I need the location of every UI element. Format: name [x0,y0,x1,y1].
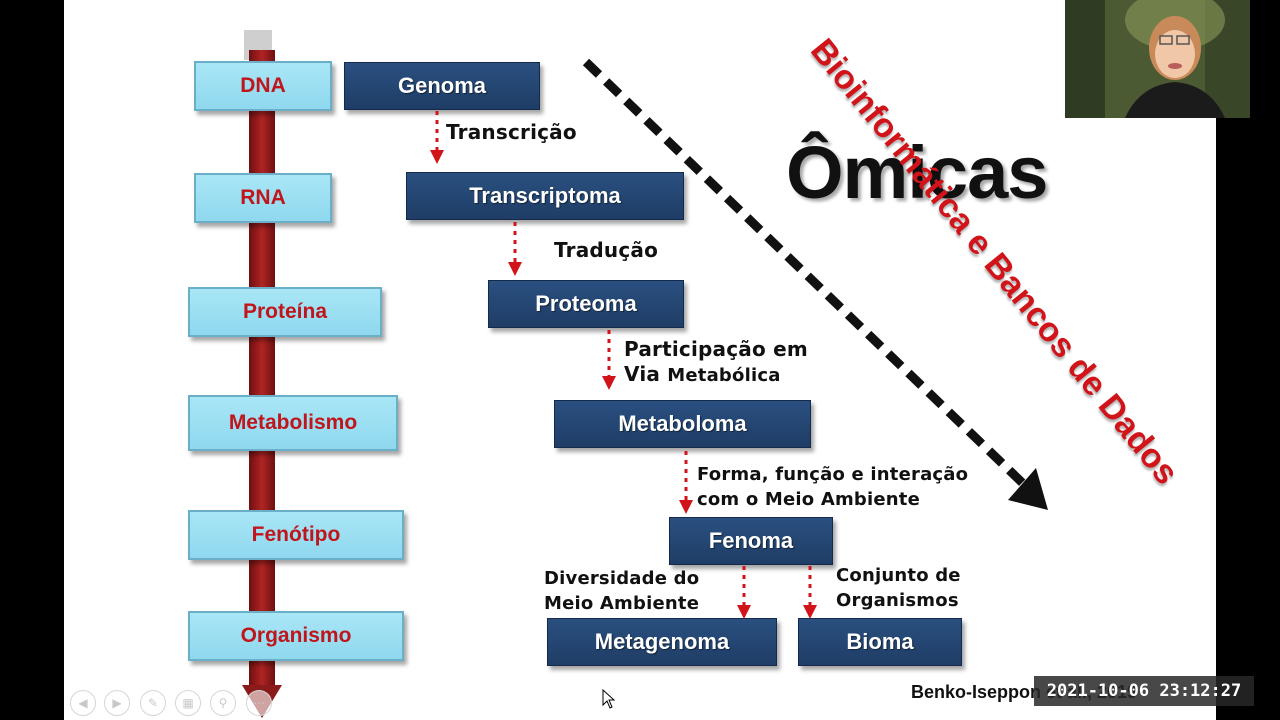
label-via: Via [624,362,661,386]
level-dna: DNA [194,61,332,111]
arrow-right-icon[interactable]: ▶ [104,690,130,716]
label-diversidade: Diversidade do Meio Ambiente [544,566,699,616]
label-participacao: Participação em Via Metabólica [624,337,808,388]
box-transcriptoma: Transcriptoma [406,172,684,220]
box-fenoma: Fenoma [669,517,833,565]
label-transcricao: Transcrição [446,120,577,144]
label-traducao: Tradução [554,238,659,262]
label-conjunto-line1: Conjunto de [836,565,961,586]
slide: DNA RNA Proteína Metabolismo Fenótipo Or… [64,0,1216,720]
box-bioma: Bioma [798,618,962,666]
level-fenotipo: Fenótipo [188,510,404,560]
diagonal-arrowhead [1008,468,1048,510]
cursor-icon [602,689,616,709]
label-conjunto-line2: Organismos [836,590,959,611]
diagonal-dashed-arrow [582,58,1040,500]
box-genoma: Genoma [344,62,540,110]
label-forma: Forma, função e interação com o Meio Amb… [697,462,968,512]
webcam-presenter-image [1065,0,1250,118]
level-metabolismo: Metabolismo [188,395,398,451]
slides-icon[interactable]: ▦ [175,690,201,716]
pen-icon[interactable]: ✎ [140,690,166,716]
label-forma-line1: Forma, função e interação [697,464,969,485]
level-rna: RNA [194,173,332,223]
vertical-hierarchy-arrow [242,30,282,718]
zoom-icon[interactable]: ⚲ [210,690,236,716]
label-participacao-line2: Via Metabólica [624,362,808,388]
more-icon[interactable]: ⋯ [246,690,272,716]
timestamp-overlay: 2021-10-06 23:12:27 [1034,676,1254,706]
box-metagenoma: Metagenoma [547,618,777,666]
level-proteina: Proteína [188,287,382,337]
box-proteoma: Proteoma [488,280,684,328]
label-conjunto: Conjunto de Organismos [836,563,961,613]
level-organismo: Organismo [188,611,404,661]
label-participacao-line1: Participação em [624,337,808,361]
box-metaboloma: Metaboloma [554,400,811,448]
label-diversidade-line2: Meio Ambiente [544,593,700,614]
label-forma-line2: com o Meio Ambiente [697,489,920,510]
connector-arrows [430,58,1048,619]
webcam-video [1065,0,1250,118]
label-diversidade-line1: Diversidade do [544,568,700,589]
slide-title: Ômicas [786,131,1048,214]
label-metabolica: Metabólica [667,365,781,386]
arrow-left-icon[interactable]: ◀ [70,690,96,716]
